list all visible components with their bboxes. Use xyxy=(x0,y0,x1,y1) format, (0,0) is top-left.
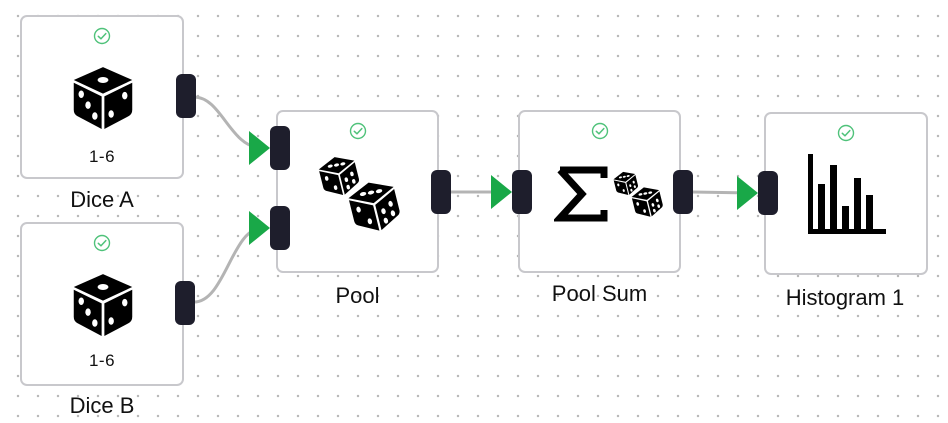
node-histogram[interactable] xyxy=(764,112,928,275)
node-title-pool-sum: Pool Sum xyxy=(551,281,648,306)
check-circle-icon xyxy=(349,122,367,140)
input-port[interactable] xyxy=(512,170,532,214)
bar-chart-icon xyxy=(808,154,886,234)
dice-pair-icon xyxy=(612,170,664,220)
node-pool[interactable] xyxy=(276,110,439,273)
input-port[interactable] xyxy=(270,126,290,170)
dice-pair-icon xyxy=(316,154,402,236)
output-port[interactable] xyxy=(176,74,196,118)
die-icon xyxy=(69,61,137,133)
input-port[interactable] xyxy=(758,171,778,215)
die-icon xyxy=(69,268,137,340)
node-title-dice-b: Dice B xyxy=(69,393,135,418)
input-arrow-icon xyxy=(737,176,758,210)
node-title-pool: Pool xyxy=(335,283,380,308)
node-title-dice-a: Dice A xyxy=(70,187,134,212)
check-circle-icon xyxy=(837,124,855,142)
check-circle-icon xyxy=(93,234,111,252)
node-title-histogram: Histogram 1 xyxy=(785,285,905,310)
input-port[interactable] xyxy=(270,206,290,250)
output-port[interactable] xyxy=(175,281,195,325)
node-dice-a[interactable]: 1-6 xyxy=(20,15,184,179)
input-arrow-icon xyxy=(249,211,270,245)
node-dice-b[interactable]: 1-6 xyxy=(20,222,184,386)
dice-range-label: 1-6 xyxy=(88,351,116,370)
sigma-icon xyxy=(554,166,608,222)
input-arrow-icon xyxy=(491,175,512,209)
check-circle-icon xyxy=(93,27,111,45)
input-arrow-icon xyxy=(249,131,270,165)
dice-range-label: 1-6 xyxy=(88,147,116,166)
output-port[interactable] xyxy=(673,170,693,214)
output-port[interactable] xyxy=(431,170,451,214)
check-circle-icon xyxy=(591,122,609,140)
node-pool-sum[interactable] xyxy=(518,110,681,273)
